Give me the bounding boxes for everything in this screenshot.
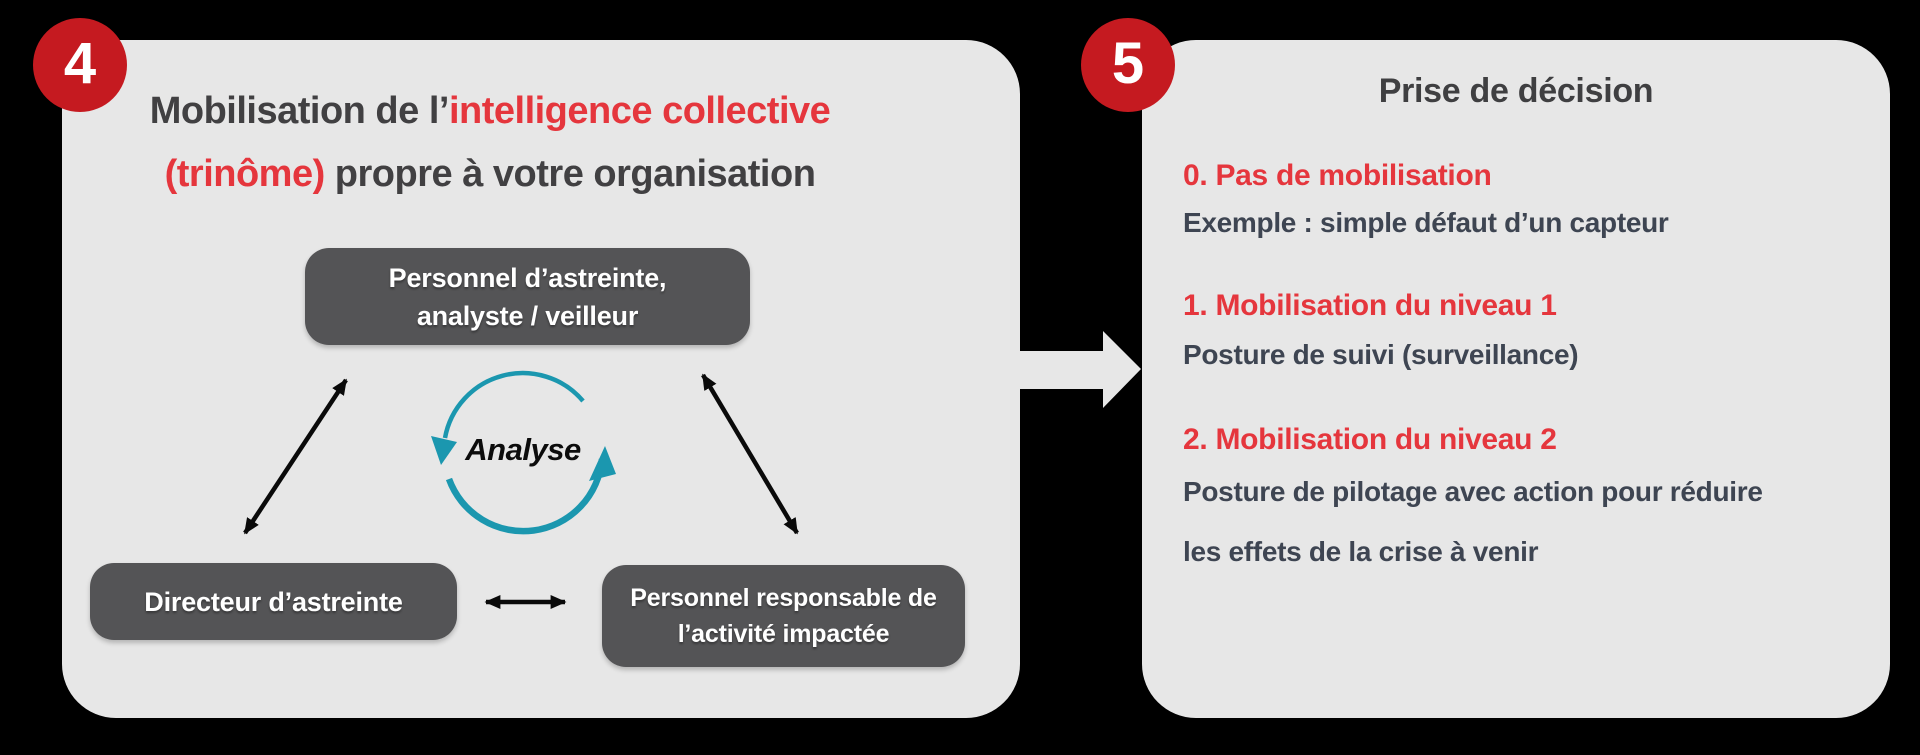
title-line1-dark: Mobilisation de l’	[149, 90, 450, 132]
node-personnel-responsable-label: Personnel responsable de l’activité impa…	[630, 580, 937, 652]
node-br-line1: Personnel responsable de	[630, 584, 937, 612]
decision-item-2-body: Posture de pilotage avec action pour réd…	[1183, 476, 1763, 567]
decision-item-1-body: Posture de suivi (surveillance)	[1183, 339, 1579, 370]
analyse-label: Analyse	[465, 432, 581, 467]
decision-panel-title: Prise de décision	[1378, 72, 1654, 110]
node-top-line1: Personnel d’astreinte,	[388, 262, 667, 293]
title-line2-red: (trinôme)	[164, 153, 326, 195]
node-bl-line1: Directeur d’astreinte	[144, 586, 403, 617]
node-personnel-astreinte: Personnel d’astreinte, analyste / veille…	[305, 248, 750, 345]
cycle-arc-bottom	[445, 458, 606, 535]
panel-connector-arrow	[1018, 331, 1141, 408]
link-arrow-top-to-responsable	[701, 373, 799, 535]
node-directeur-astreinte: Directeur d’astreinte	[90, 563, 457, 640]
title-line2-dark: propre à votre organisation	[324, 153, 816, 195]
decision-item-0-body: Exemple : simple défaut d’un capteur	[1183, 207, 1669, 238]
title-line1-red: intelligence collective	[448, 90, 831, 132]
decision-item-2-heading: 2. Mobilisation du niveau 2	[1183, 423, 1557, 456]
decision-panel	[1142, 40, 1890, 718]
decision-item-1-heading: 1. Mobilisation du niveau 1	[1183, 289, 1557, 322]
step-5-number: 5	[1111, 30, 1145, 96]
left-panel-title: Mobilisation de l’intelligence collectiv…	[70, 80, 910, 206]
cycle-arrowhead-right	[589, 446, 616, 481]
step-4-number: 4	[63, 30, 97, 96]
step-5-badge: 5	[1081, 18, 1175, 112]
node-top-line2: analyste / veilleur	[416, 300, 639, 331]
node-personnel-astreinte-label: Personnel d’astreinte, analyste / veille…	[389, 259, 667, 335]
link-arrow-top-to-director	[243, 378, 348, 535]
cycle-arc-top	[442, 370, 585, 439]
node-personnel-responsable: Personnel responsable de l’activité impa…	[602, 565, 965, 667]
cycle-arrowhead-left	[431, 436, 457, 465]
node-br-line2: l’activité impactée	[677, 620, 890, 648]
decision-item-0-heading: 0. Pas de mobilisation	[1183, 159, 1492, 192]
step-4-badge: 4	[33, 18, 127, 112]
